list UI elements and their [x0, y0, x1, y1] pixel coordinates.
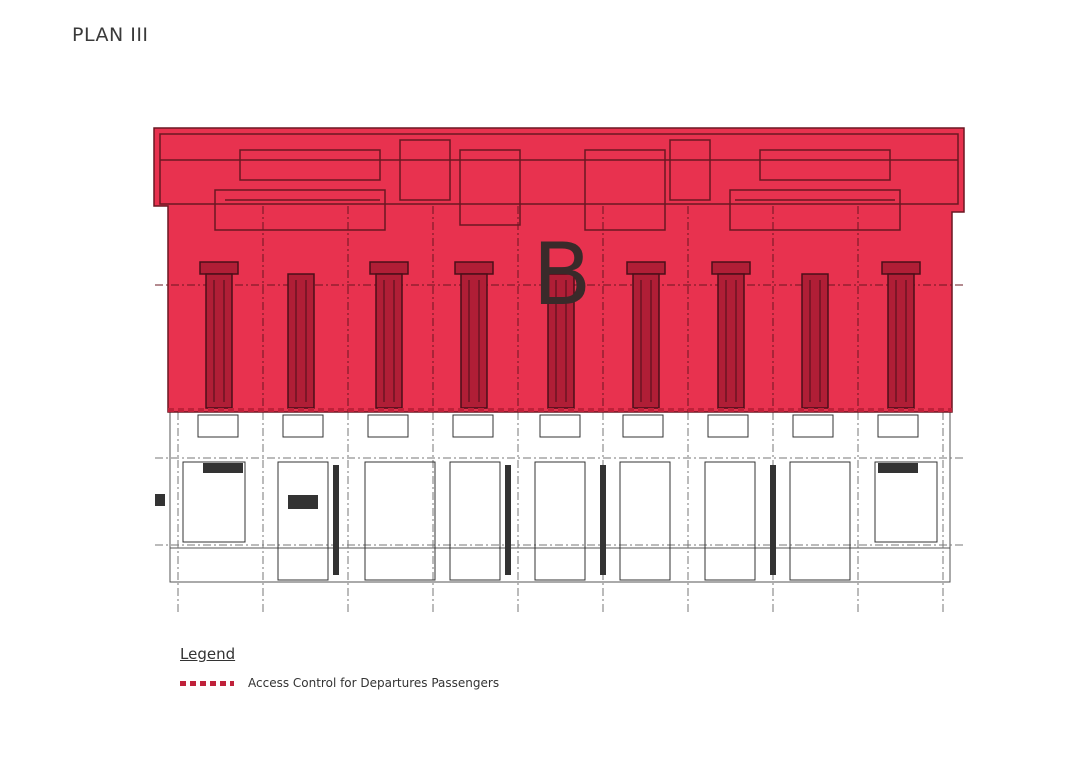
legend-heading: Legend [180, 645, 236, 663]
pier-ladders [213, 280, 907, 402]
zone-label: B [533, 225, 592, 325]
grid-lines [155, 412, 965, 615]
floor-plan: B [153, 127, 965, 615]
zone-b: B [153, 127, 965, 413]
gate-heads [197, 414, 919, 438]
terminal-building [159, 133, 959, 231]
legend-item-label: Access Control for Departures Passengers [248, 676, 500, 690]
dashed-line-swatch [180, 680, 234, 686]
lower-plan-area [155, 411, 965, 615]
legend-item: Access Control for Departures Passengers [180, 676, 499, 690]
rooms [182, 461, 938, 581]
stair-cores [155, 463, 918, 575]
page-title: PLAN III [72, 24, 149, 46]
jetway-piers [199, 261, 921, 409]
